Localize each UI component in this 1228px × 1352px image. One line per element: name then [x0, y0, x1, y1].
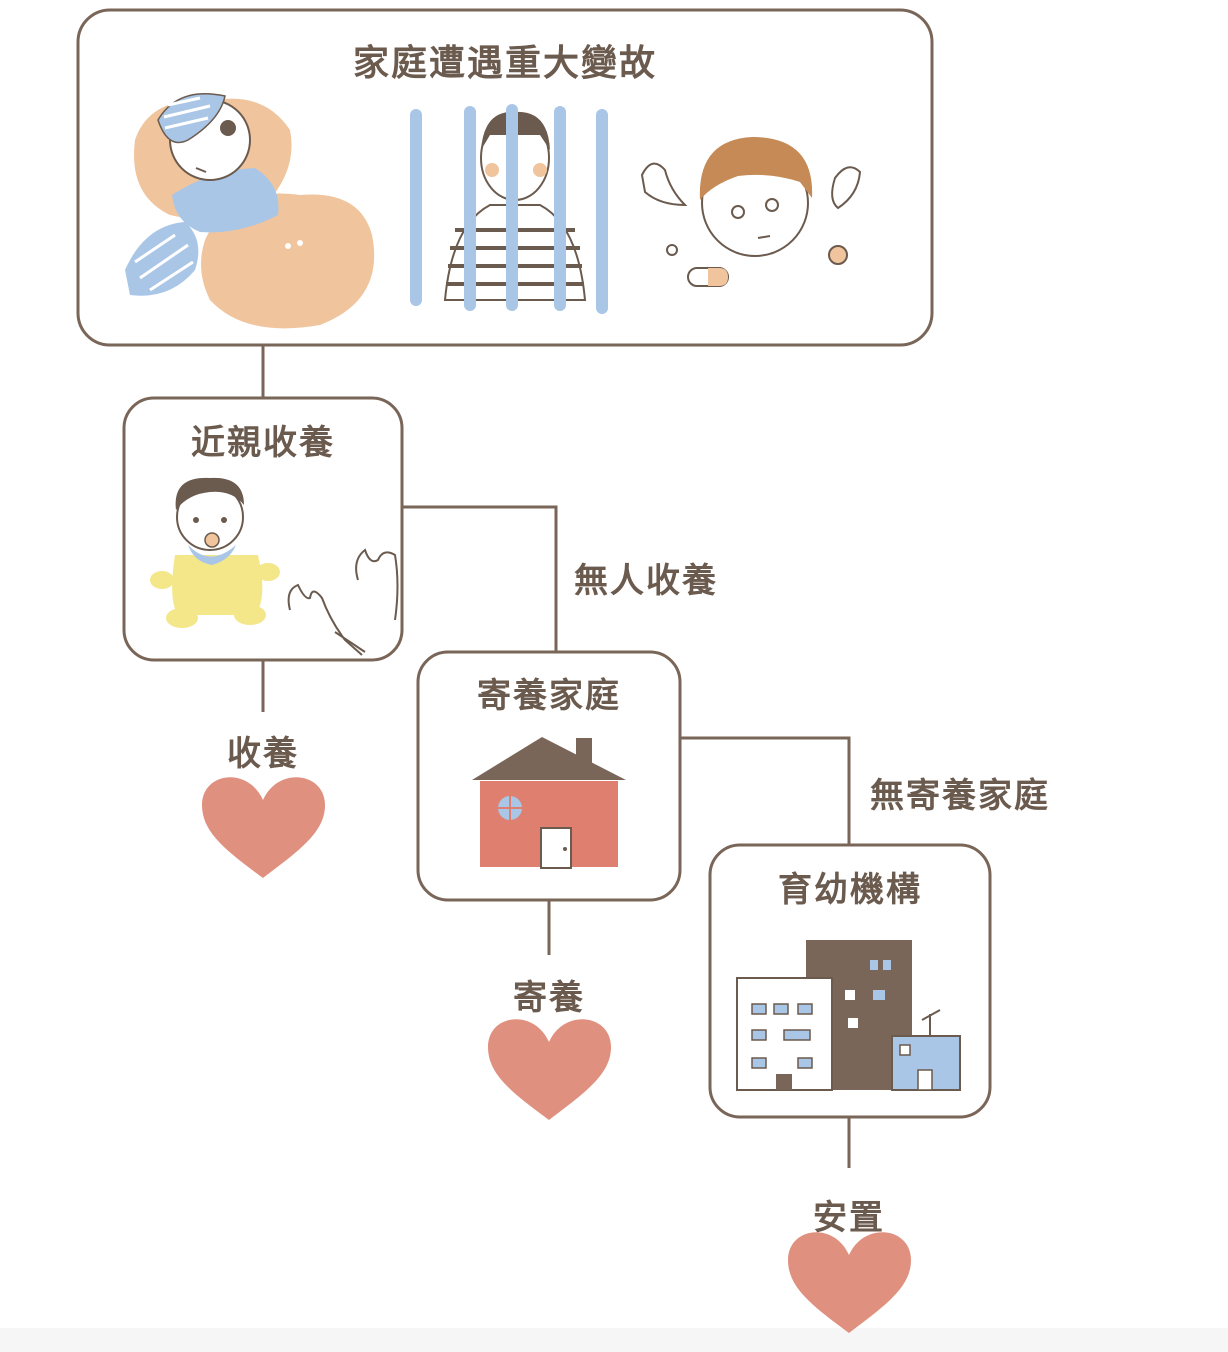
- top-event-title: 家庭遭遇重大變故: [352, 43, 657, 84]
- heart-icon-foster: [488, 1019, 611, 1120]
- foster-outcome-label: 寄養: [513, 978, 585, 1018]
- hands-illustration: [287, 548, 399, 656]
- buildings-icon: [736, 940, 961, 1091]
- footer-band: [0, 1328, 1228, 1352]
- placement-outcome-label: 安置: [813, 1198, 885, 1238]
- heart-icon-placement: [788, 1232, 911, 1333]
- baby-illustration: [150, 477, 280, 628]
- prison-bars-illustration: [410, 104, 608, 314]
- kinship-title: 近親收養: [191, 423, 335, 463]
- foster-title: 寄養家庭: [477, 676, 621, 716]
- injured-person-illustration: [125, 93, 375, 329]
- no-adopter-label: 無人收養: [574, 561, 718, 601]
- connector-lines: [261, 345, 851, 1168]
- house-icon: [472, 737, 626, 869]
- confused-boy-pills-illustration: [640, 137, 862, 287]
- heart-icon-adoption: [202, 777, 325, 878]
- no-foster-label: 無寄養家庭: [870, 776, 1050, 816]
- institution-title: 育幼機構: [778, 870, 922, 910]
- adoption-outcome-label: 收養: [227, 734, 299, 774]
